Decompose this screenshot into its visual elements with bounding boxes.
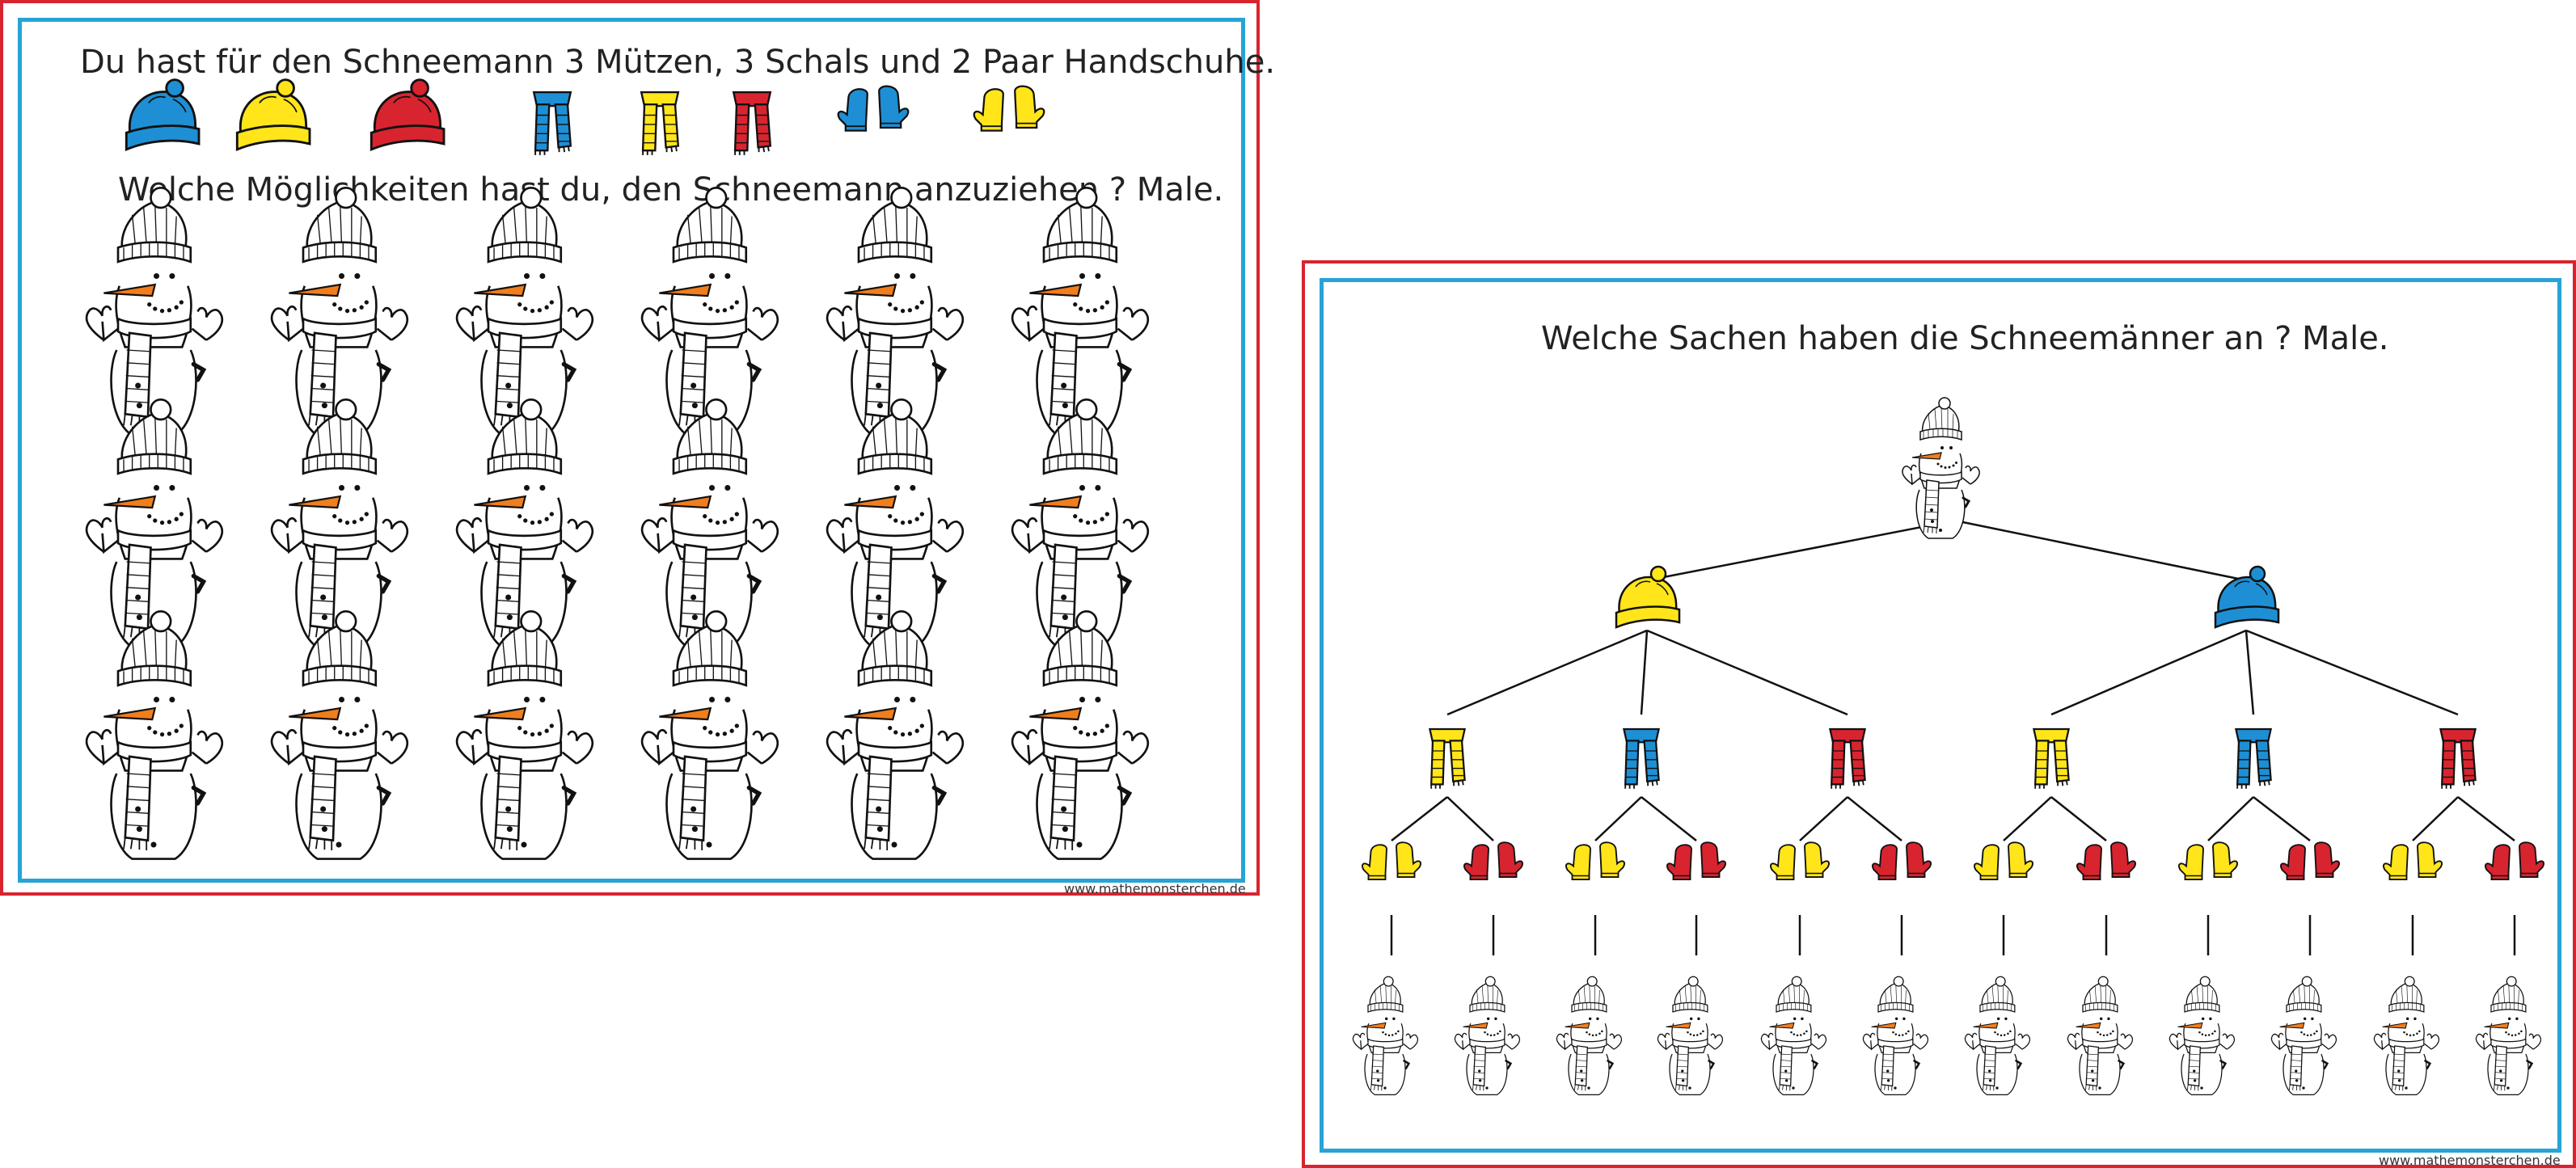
sheet2-title: Welche Sachen haben die Schneemänner an … (1541, 320, 2389, 357)
snowman-outline (640, 187, 779, 436)
snowman-outline (85, 398, 223, 648)
snowman-outline (270, 398, 408, 648)
mitten-icon (1906, 841, 1932, 878)
scarf-icon (532, 91, 572, 155)
snowman-outline (1964, 976, 2031, 1096)
mitten-icon (1804, 841, 1830, 878)
mitten-icon (2383, 844, 2409, 880)
mittens-icon (2485, 841, 2544, 880)
mitten-icon (2008, 841, 2033, 878)
snowman-outline (1352, 976, 1419, 1096)
mitten-icon (1666, 844, 1692, 880)
mittens-icon (837, 85, 910, 132)
mittens-icon (1666, 841, 1726, 880)
mittens-icon (2383, 841, 2443, 880)
mitten-icon (2178, 844, 2204, 880)
mitten-icon (1565, 844, 1591, 880)
scarf-icon (2234, 727, 2273, 789)
snowman-outline (2067, 976, 2134, 1096)
mittens-icon (1974, 841, 2033, 880)
mitten-icon (1770, 844, 1796, 880)
sheet1-footer: www.mathemonsterchen.de (1064, 881, 1246, 896)
mittens-icon (2178, 841, 2238, 880)
snowman-outline (1760, 976, 1827, 1096)
scarf-icon (2032, 727, 2071, 789)
sheet2-footer: www.mathemonsterchen.de (2379, 1153, 2561, 1168)
mittens-icon (2076, 841, 2136, 880)
snowman-outline (826, 398, 964, 648)
hat-icon (235, 78, 311, 152)
mitten-icon (2076, 844, 2102, 880)
snowman-outline (1011, 610, 1149, 860)
snowman-outline (270, 610, 408, 860)
mittens-icon (1565, 841, 1625, 880)
mitten-icon (2280, 844, 2306, 880)
snowman-outline (1011, 187, 1149, 436)
snowman-outline (270, 187, 408, 436)
snowman-outline (640, 610, 779, 860)
mittens-icon (973, 85, 1045, 132)
mitten-icon (1362, 844, 1387, 880)
scarf-icon (2439, 727, 2477, 789)
snowman-outline (640, 398, 779, 648)
hat-icon (370, 78, 446, 152)
mitten-icon (2519, 841, 2544, 878)
snowman-outline (2373, 976, 2440, 1096)
mittens-icon (1362, 841, 1421, 880)
sheet1-drawings (85, 78, 1149, 860)
mitten-icon (1974, 844, 2000, 880)
snowman-outline (1556, 976, 1623, 1096)
mitten-icon (2417, 841, 2443, 878)
mitten-icon (837, 88, 868, 132)
snowman-outline (455, 187, 593, 436)
tree-lines (1390, 519, 2516, 955)
hat-icon (1615, 565, 1681, 629)
snowman-outline (1011, 398, 1149, 648)
snowman-outline (455, 610, 593, 860)
snowman-outline (1454, 976, 1521, 1096)
mitten-icon (2212, 841, 2238, 878)
inner-frame (18, 18, 1245, 883)
mitten-icon (1463, 844, 1489, 880)
mitten-icon (973, 88, 1004, 132)
hat-icon (125, 78, 201, 152)
mittens-icon (1872, 841, 1932, 880)
snowman-outline (1902, 397, 1980, 539)
mittens-icon (1463, 841, 1523, 880)
scarf-icon (1622, 727, 1661, 789)
scarf-icon (640, 91, 680, 155)
inner-frame (1320, 278, 2561, 1153)
mitten-icon (2485, 844, 2511, 880)
mitten-icon (1014, 85, 1045, 129)
mittens-icon (2280, 841, 2340, 880)
snowman-outline (826, 187, 964, 436)
scarf-icon (1828, 727, 1867, 789)
snowman-outline (455, 398, 593, 648)
hat-icon (2214, 565, 2280, 629)
snowman-outline (2168, 976, 2236, 1096)
snowman-outline (1657, 976, 1724, 1096)
scarf-icon (1428, 727, 1467, 789)
mitten-icon (1700, 841, 1726, 878)
scarf-icon (732, 91, 772, 155)
sheet1-title: Du hast für den Schneemann 3 Mützen, 3 S… (80, 44, 1276, 81)
mitten-icon (2314, 841, 2340, 878)
sheet1-question: Welche Möglichkeiten hast du, den Schnee… (118, 171, 1224, 209)
mitten-icon (878, 85, 910, 129)
mitten-icon (2110, 841, 2136, 878)
mitten-icon (1497, 841, 1523, 878)
snowman-outline (826, 610, 964, 860)
snowman-outline (2475, 976, 2542, 1096)
snowman-outline (1862, 976, 1929, 1096)
mitten-icon (1599, 841, 1625, 878)
mitten-icon (1396, 841, 1421, 878)
snowman-outline (2270, 976, 2337, 1096)
mitten-icon (1872, 844, 1898, 880)
snowman-outline (85, 610, 223, 860)
mittens-icon (1770, 841, 1830, 880)
snowman-outline (85, 187, 223, 436)
